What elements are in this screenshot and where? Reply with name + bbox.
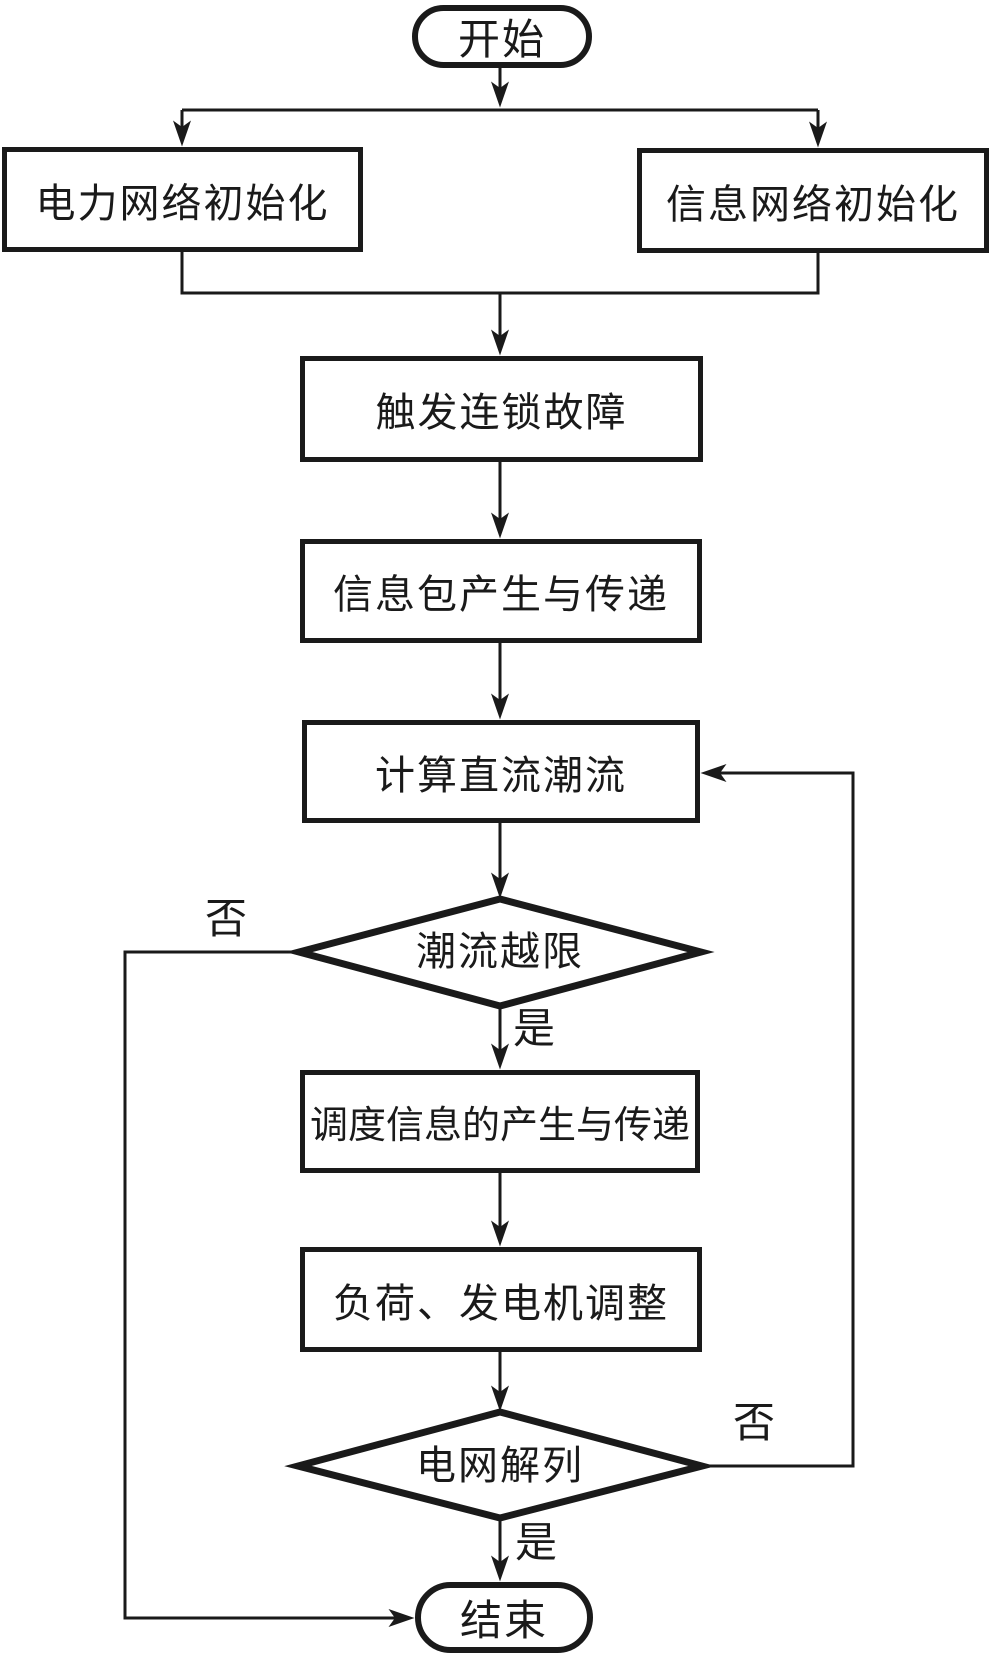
branch-label-overlimit-yes: 是 — [513, 1007, 556, 1053]
node-dispatch-info-generation-transfer: 调度信息的产生与传递 — [300, 1070, 700, 1173]
node-start-label: 开始 — [457, 18, 546, 64]
decision-overlimit-label: 潮流越限 — [416, 929, 584, 974]
node-calc-dc-power-flow: 计算直流潮流 — [302, 720, 700, 823]
node-trigger-cascading-failure: 触发连锁故障 — [300, 356, 703, 462]
decision-overlimit-shape — [285, 895, 715, 1010]
branch-label-overlimit-no: 否 — [205, 897, 248, 943]
node-end-label: 结束 — [459, 1599, 548, 1645]
node-packet-generation-transfer-label: 信息包产生与传递 — [333, 572, 669, 617]
edge-overlimit-no-to-end — [123, 950, 415, 1627]
node-power-network-init-label: 电力网络初始化 — [35, 180, 330, 226]
node-info-network-init-label: 信息网络初始化 — [666, 181, 960, 227]
node-power-network-init: 电力网络初始化 — [2, 147, 363, 252]
branch-label-split-yes: 是 — [515, 1521, 558, 1567]
node-dispatch-info-generation-transfer-label: 调度信息的产生与传递 — [309, 1105, 690, 1147]
node-start: 开始 — [412, 5, 592, 68]
edge-split-no-feedback-to-dcflow — [700, 764, 855, 1468]
edge-merge-horizontal — [180, 252, 820, 295]
decision-split-label: 电网解列 — [416, 1443, 584, 1488]
node-packet-generation-transfer: 信息包产生与传递 — [300, 539, 702, 643]
node-calc-dc-power-flow-label: 计算直流潮流 — [375, 752, 627, 798]
node-trigger-cascading-failure-label: 触发连锁故障 — [375, 390, 628, 435]
node-load-generator-adjust-label: 负荷、发电机调整 — [333, 1280, 669, 1326]
node-end: 结束 — [415, 1582, 593, 1653]
node-info-network-init: 信息网络初始化 — [637, 148, 989, 253]
branch-label-split-no: 否 — [733, 1401, 776, 1447]
decision-split-shape — [284, 1408, 716, 1522]
node-load-generator-adjust: 负荷、发电机调整 — [300, 1247, 702, 1352]
